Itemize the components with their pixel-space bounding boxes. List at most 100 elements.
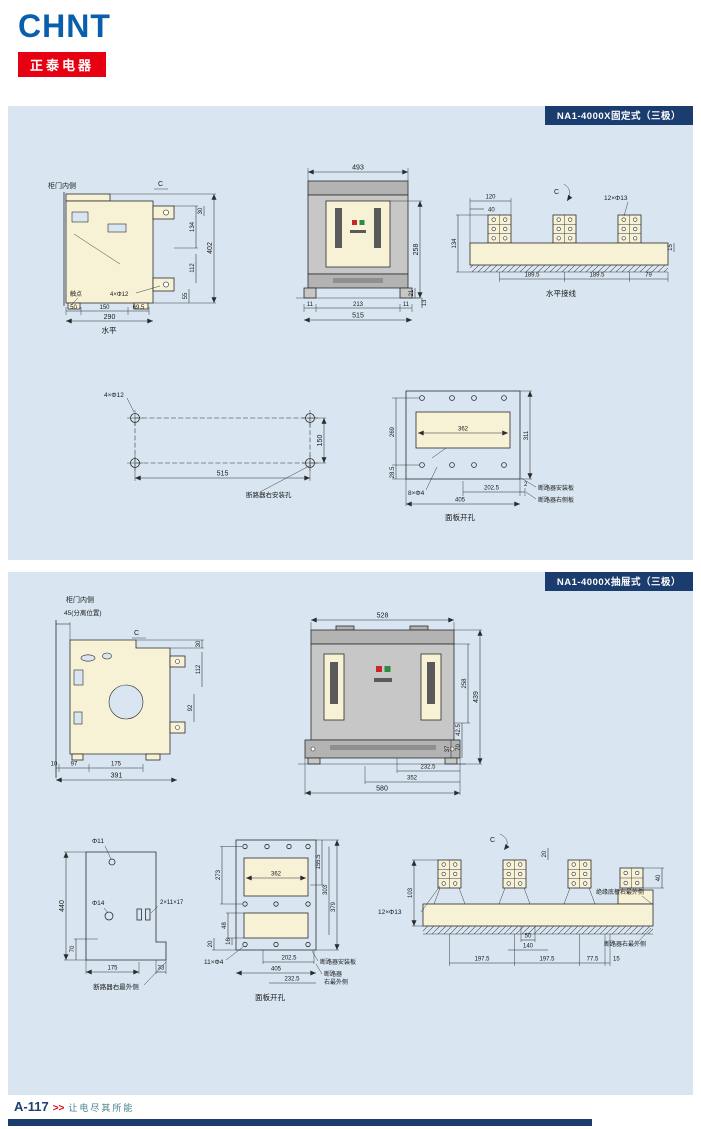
dim-362: 362 xyxy=(271,872,282,878)
dim-28-5: 28.5 xyxy=(390,466,396,478)
terminal-view-caption: 水平接线 xyxy=(546,288,576,298)
footer-slogan: 让电尽其所能 xyxy=(68,1103,135,1113)
section-c-label: C xyxy=(554,189,559,196)
fixed-terminal-view-drawing: C 120 xyxy=(452,183,675,298)
terminal-hole xyxy=(163,209,169,216)
dim-189-5-b: 189.5 xyxy=(589,273,605,279)
note-side-plate: 断路器右侧板 xyxy=(538,496,574,504)
dim-290: 290 xyxy=(104,314,116,321)
dim-33: 33 xyxy=(158,966,165,972)
fixed-panel-cutout-drawing: 362 269 28.5 311 8×Φ4 202.5 2 xyxy=(390,390,574,522)
dim-2: 2 xyxy=(524,482,528,488)
dim-11-right: 11 xyxy=(403,302,410,308)
dim-20: 20 xyxy=(542,850,548,857)
section-arrow-icon xyxy=(499,833,510,851)
dim-405: 405 xyxy=(271,967,282,973)
page-footer: A-117>>让电尽其所能 xyxy=(14,1098,134,1118)
dim-30: 30 xyxy=(198,207,204,214)
dim-13: 13 xyxy=(422,299,428,306)
dim-528: 528 xyxy=(377,613,389,620)
drawer-side-view-drawing: 柜门内侧 45(分离位置) C 30 112 92 xyxy=(51,595,204,783)
dim-197-5-b: 197.5 xyxy=(539,957,555,963)
dim-515: 515 xyxy=(217,471,229,478)
dim-515: 515 xyxy=(352,313,364,320)
note-breaker-rightmost-line1: 断路器 xyxy=(324,970,342,978)
dim-580: 580 xyxy=(376,786,388,793)
hole-label-4xd12: 4×Φ12 xyxy=(110,292,129,298)
dim-493: 493 xyxy=(352,165,364,172)
note-mounting-plate: 断路器安装板 xyxy=(538,484,574,492)
indicator-red xyxy=(352,220,357,225)
panel-drawer-type: 柜门内侧 45(分离位置) C 30 112 92 xyxy=(8,572,693,1095)
hole-label-8xd4: 8×Φ4 xyxy=(408,490,425,497)
section-arrow-icon xyxy=(563,183,573,202)
terminal-cluster xyxy=(619,867,644,889)
contact-label: 触点 xyxy=(70,290,82,298)
terminal-cluster xyxy=(552,214,577,244)
terminal-cluster xyxy=(433,859,466,905)
chint-logo: CHNT xyxy=(18,8,111,44)
dim-269: 269 xyxy=(390,426,396,437)
dim-97: 97 xyxy=(71,762,78,768)
dim-189-5-a: 189.5 xyxy=(524,273,540,279)
dim-258: 258 xyxy=(413,244,420,256)
hatch-area xyxy=(423,926,653,934)
terminal-cluster xyxy=(563,859,596,905)
terminal-hole xyxy=(163,281,169,288)
hatch-area xyxy=(470,265,668,272)
dim-103: 103 xyxy=(408,887,414,898)
fixed-front-view-drawing: 493 258 11 213 11 xyxy=(296,165,428,323)
dim-70: 70 xyxy=(456,744,462,751)
dim-379: 379 xyxy=(331,901,337,912)
fixed-side-view-drawing: 柜门内侧 C 134 30 402 112 xyxy=(48,181,217,335)
dim-37: 37 xyxy=(445,745,451,752)
dim-440: 440 xyxy=(59,900,66,912)
footer-bar xyxy=(8,1119,592,1126)
indicator-green xyxy=(359,220,365,225)
panel-fixed-title: NA1-4000X固定式（三极） xyxy=(544,106,693,125)
brand-banner: 正泰电器 xyxy=(18,52,107,77)
note-breaker-rightmost: 断路器右最外侧 xyxy=(93,982,139,991)
page-number: A-117 xyxy=(14,1099,49,1114)
dim-439: 439 xyxy=(473,691,480,703)
dim-140: 140 xyxy=(523,944,534,950)
door-inner-label: 柜门内侧 xyxy=(66,595,94,604)
mounting-hole xyxy=(127,410,143,426)
panel-cutout-caption: 面板开孔 xyxy=(445,512,475,522)
dim-273: 273 xyxy=(216,869,222,880)
slot-label-2x11x17: 2×11×17 xyxy=(160,900,184,906)
dim-10: 10 xyxy=(51,762,58,768)
terminal-cluster xyxy=(487,214,512,244)
cutout-outline xyxy=(235,839,317,951)
chevrons-icon: >> xyxy=(52,1103,65,1114)
dim-77-5: 77.5 xyxy=(587,957,599,963)
fixed-type-drawings: 柜门内侧 C 134 30 402 112 xyxy=(48,165,675,522)
side-view-caption: 水平 xyxy=(102,325,117,335)
panel-fixed-type: 柜门内侧 C 134 30 402 112 xyxy=(8,106,693,560)
dim-362: 362 xyxy=(458,427,469,433)
drawer-side-plate-drawing: Φ11 440 Φ14 2×11×17 70 175 xyxy=(59,838,184,991)
dim-40: 40 xyxy=(656,874,662,881)
dim-150: 150 xyxy=(99,305,110,311)
section-c-label: C xyxy=(134,630,139,637)
dim-112: 112 xyxy=(190,263,196,273)
drawer-panel-cutout-drawing: 362 273 48 16 20 155.5 303 xyxy=(204,839,356,1002)
dim-134: 134 xyxy=(190,221,196,232)
dim-202-5: 202.5 xyxy=(484,486,500,492)
dim-30: 30 xyxy=(196,640,202,647)
dim-175: 175 xyxy=(111,762,122,768)
section-c-label: C xyxy=(158,181,163,188)
dim-405: 405 xyxy=(455,498,466,504)
dim-391: 391 xyxy=(111,773,123,780)
fixed-mounting-holes-drawing: 4×Φ12 150 515 断路器右安装孔 xyxy=(104,392,327,499)
note-breaker-rightmost: 断路器右最外侧 xyxy=(604,940,646,948)
dim-40: 40 xyxy=(488,208,495,214)
dim-213: 213 xyxy=(353,302,364,308)
hole-label-12xd13: 12×Φ13 xyxy=(378,909,402,916)
dim-134: 134 xyxy=(452,238,458,249)
dim-11-left: 11 xyxy=(307,302,314,308)
dim-402: 402 xyxy=(207,242,214,254)
note-breaker-rightmost-line2: 右最外侧 xyxy=(324,978,348,986)
indicator-green xyxy=(384,666,391,672)
